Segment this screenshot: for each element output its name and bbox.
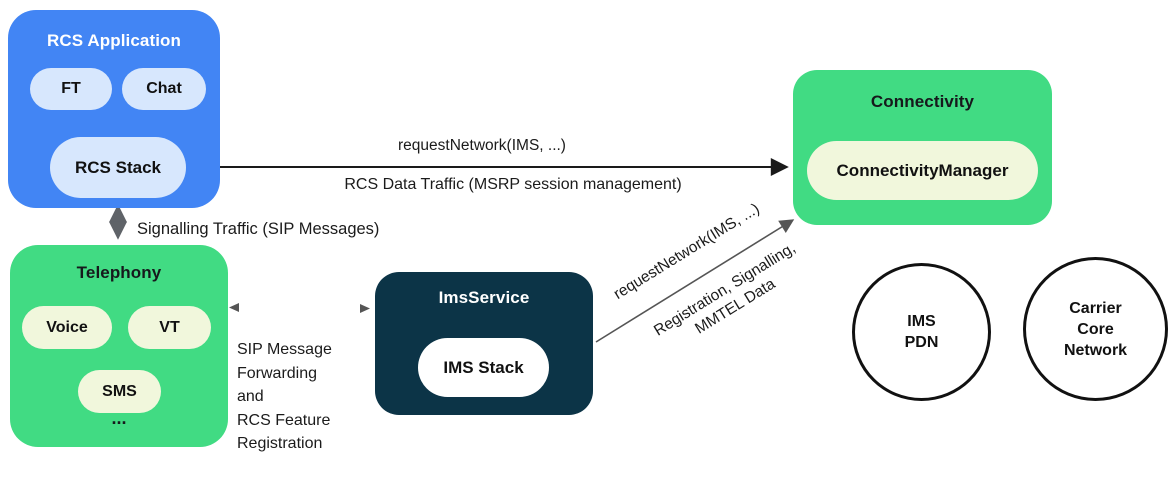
telephony-ellipsis: ...: [111, 408, 127, 428]
sms-pill: SMS: [78, 370, 161, 413]
arrowhead-to-telephony: [229, 303, 239, 312]
sip-message-forwarding-label: SIP Message Forwarding and RCS Feature R…: [237, 341, 332, 452]
ft-label: FT: [61, 80, 81, 97]
arrowhead-to-imsservice: [360, 304, 370, 313]
connectivity-manager-pill: ConnectivityManager: [807, 141, 1038, 200]
ims-stack-pill: IMS Stack: [418, 338, 549, 397]
voice-label: Voice: [46, 318, 88, 336]
chat-pill: Chat: [122, 68, 206, 110]
voice-pill: Voice: [22, 306, 112, 349]
rcs-application-title: RCS Application: [46, 31, 182, 50]
connectivity-title: Connectivity: [870, 92, 975, 111]
telephony-box: Telephony Voice VT SMS ...: [10, 245, 228, 447]
connectivity-manager-label: ConnectivityManager: [836, 160, 1009, 180]
ims-service-title: ImsService: [438, 288, 530, 307]
ims-service-box: ImsService IMS Stack: [375, 272, 593, 415]
rcs-application-box: RCS Application FT Chat RCS Stack: [8, 10, 220, 208]
connectivity-box: Connectivity ConnectivityManager: [793, 70, 1052, 225]
vt-pill: VT: [128, 306, 211, 349]
request-network-horizontal-label: requestNetwork(IMS, ...): [398, 137, 566, 154]
ims-stack-label: IMS Stack: [443, 357, 524, 377]
rcs-stack-pill: RCS Stack: [50, 137, 186, 198]
signalling-traffic-label: Signalling Traffic (SIP Messages): [137, 220, 380, 238]
sms-label: SMS: [102, 382, 137, 400]
telephony-title: Telephony: [76, 263, 162, 282]
vt-label: VT: [159, 318, 180, 336]
rcs-stack-label: RCS Stack: [75, 157, 161, 177]
ims-pdn-circle: IMS PDN: [852, 263, 991, 401]
carrier-core-network-circle: Carrier Core Network: [1023, 257, 1168, 401]
chat-label: Chat: [146, 80, 182, 97]
ft-pill: FT: [30, 68, 112, 110]
rcs-data-traffic-label: RCS Data Traffic (MSRP session managemen…: [344, 176, 682, 193]
